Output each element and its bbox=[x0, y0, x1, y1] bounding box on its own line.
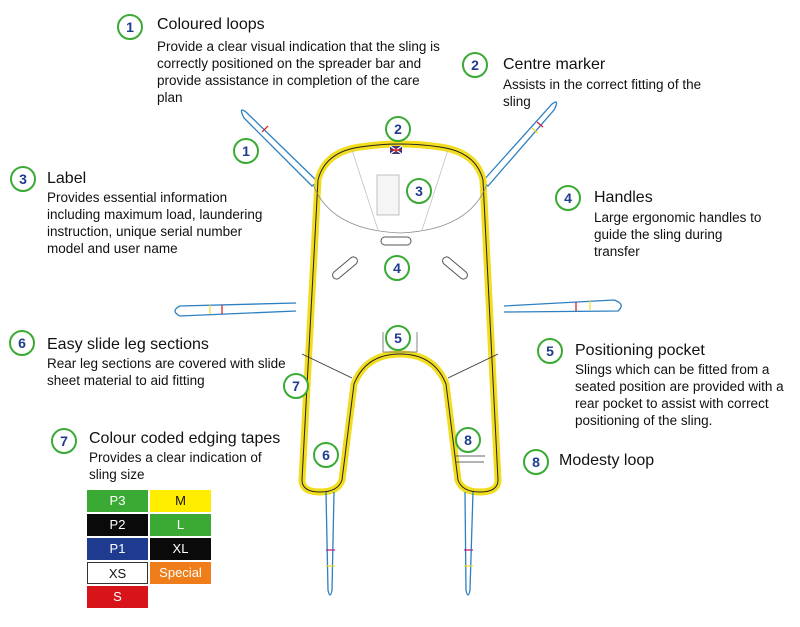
callout-description: Assists in the correct fitting of the sl… bbox=[503, 77, 702, 109]
centre-marker-flag bbox=[389, 145, 403, 155]
marker-label: 3 bbox=[406, 178, 432, 204]
size-swatch-p3: P3 bbox=[87, 490, 148, 512]
left-handle bbox=[332, 256, 358, 280]
callout-title: Easy slide leg sections bbox=[47, 336, 209, 353]
size-swatch-xl: XL bbox=[150, 538, 211, 560]
left-leg-strap bbox=[325, 491, 335, 596]
size-swatch-s: S bbox=[87, 586, 148, 608]
callout-title: Centre marker bbox=[503, 56, 606, 73]
label-patch bbox=[376, 174, 400, 216]
marker-coloured-loops: 1 bbox=[233, 138, 259, 164]
right-handle bbox=[442, 256, 468, 280]
callout-description: Provides essential information including… bbox=[47, 190, 263, 256]
callout-title: Handles bbox=[594, 189, 653, 206]
callout-description: Rear leg sections are covered with slide… bbox=[47, 356, 286, 388]
callout-title: Coloured loops bbox=[157, 16, 265, 33]
size-swatch-xs: XS bbox=[87, 562, 148, 584]
callout-number: 8 bbox=[523, 449, 549, 475]
positioning-pocket bbox=[382, 332, 418, 353]
callout-title: Positioning pocket bbox=[575, 342, 705, 359]
head-section-seam bbox=[312, 183, 488, 234]
size-swatch-m: M bbox=[150, 490, 211, 512]
callout-description: Provide a clear visual indication that t… bbox=[157, 39, 440, 105]
callout-number: 7 bbox=[51, 428, 77, 454]
left-side-strap bbox=[174, 302, 297, 317]
centre-handle bbox=[380, 236, 412, 246]
callout-title: Colour coded edging tapes bbox=[89, 430, 281, 447]
callout-number: 1 bbox=[117, 14, 143, 40]
callout-number: 5 bbox=[537, 338, 563, 364]
callout-description: Large ergonomic handles to guide the sli… bbox=[594, 210, 762, 259]
marker-pocket: 5 bbox=[385, 325, 411, 351]
marker-centre: 2 bbox=[385, 116, 411, 142]
size-swatch-special: Special bbox=[150, 562, 211, 584]
marker-edging: 7 bbox=[283, 373, 309, 399]
modesty-loop bbox=[455, 455, 485, 463]
callout-title: Label bbox=[47, 170, 87, 187]
callout-number: 4 bbox=[555, 185, 581, 211]
marker-modesty-loop: 8 bbox=[455, 427, 481, 453]
callout-number: 6 bbox=[9, 330, 35, 356]
upper-right-strap bbox=[481, 101, 558, 187]
right-leg-strap bbox=[464, 491, 474, 596]
marker-leg-sections: 6 bbox=[313, 442, 339, 468]
marker-handles: 4 bbox=[384, 255, 410, 281]
upper-left-strap bbox=[240, 109, 320, 187]
callout-number: 2 bbox=[462, 52, 488, 78]
callout-number: 3 bbox=[10, 166, 36, 192]
size-swatch-p1: P1 bbox=[87, 538, 148, 560]
callout-description: Provides a clear indication of sling siz… bbox=[89, 450, 262, 482]
callout-title: Modesty loop bbox=[559, 452, 655, 469]
size-swatch-l: L bbox=[150, 514, 211, 536]
right-side-strap bbox=[503, 299, 622, 313]
callout-description: Slings which can be fitted from a seated… bbox=[575, 362, 784, 428]
size-swatch-p2: P2 bbox=[87, 514, 148, 536]
